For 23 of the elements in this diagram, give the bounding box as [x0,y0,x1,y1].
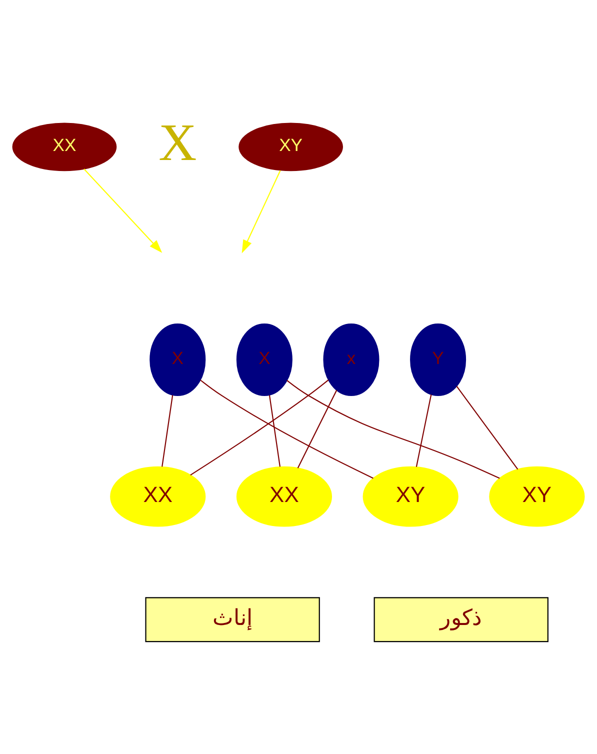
node-ellipse: XX [110,466,206,526]
node-ellipse: XY [489,466,585,526]
node-box: ذكور [374,596,548,642]
connector [456,385,518,470]
connector [268,394,281,466]
connector [416,394,432,466]
node-ellipse: XX [12,122,117,171]
connector [200,379,374,478]
connector [297,389,338,468]
node-ellipse: X [150,323,206,396]
arrow [84,168,162,252]
node-ellipse: Y [410,323,466,396]
connector [190,379,329,476]
node-ellipse: XY [362,466,458,526]
arrow [242,170,281,253]
connector [286,379,500,478]
connector [162,394,174,466]
node-box: إناث [145,596,320,642]
label: X [158,113,197,172]
node-ellipse: XY [238,122,343,171]
node-ellipse: XX [236,466,332,526]
node-ellipse: x [323,323,380,396]
node-ellipse: X [236,323,292,396]
